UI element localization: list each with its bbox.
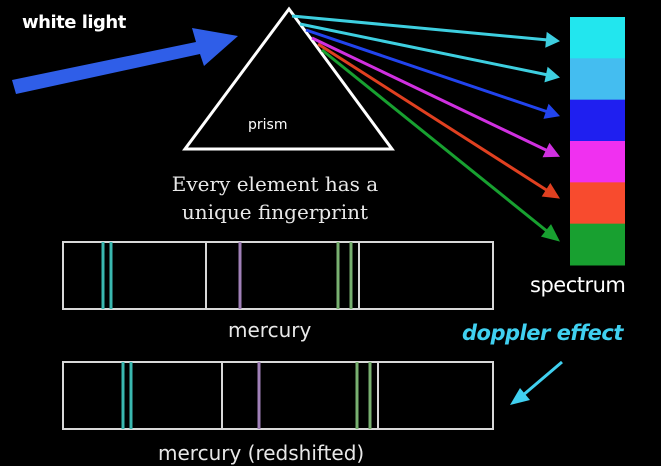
mercury-redshifted-label: mercury (redshifted)	[158, 441, 365, 465]
prism-triangle-icon	[182, 6, 395, 151]
spectrum-band-2	[570, 58, 625, 101]
spectrum-band-4	[570, 141, 625, 183]
ray-2	[299, 22, 560, 83]
prism-label: prism	[248, 117, 288, 133]
dispersed-rays	[291, 14, 560, 242]
ray-3	[305, 28, 560, 119]
ray-5	[317, 42, 560, 199]
spectrum-label: spectrum	[530, 273, 626, 297]
doppler-arrow-icon	[510, 360, 563, 405]
mercury-redshifted-spectrum-box	[62, 361, 494, 430]
white-light-label: white light	[22, 12, 126, 33]
white-light-arrow-icon	[12, 28, 238, 94]
ray-6	[321, 48, 560, 242]
mercury-spectrum-box	[62, 241, 494, 310]
spectrum-bar	[570, 17, 625, 266]
spectrum-band-1	[570, 17, 625, 59]
spectrum-band-5	[570, 182, 625, 225]
spectrum-band-3	[570, 99, 625, 142]
ray-1	[291, 14, 560, 48]
ray-4	[311, 36, 560, 158]
spectrum-band-6	[570, 223, 625, 266]
caption-text: Every element has a unique fingerprint	[171, 172, 379, 224]
mercury-label: mercury	[228, 318, 312, 342]
doppler-effect-label: doppler effect	[462, 321, 623, 345]
